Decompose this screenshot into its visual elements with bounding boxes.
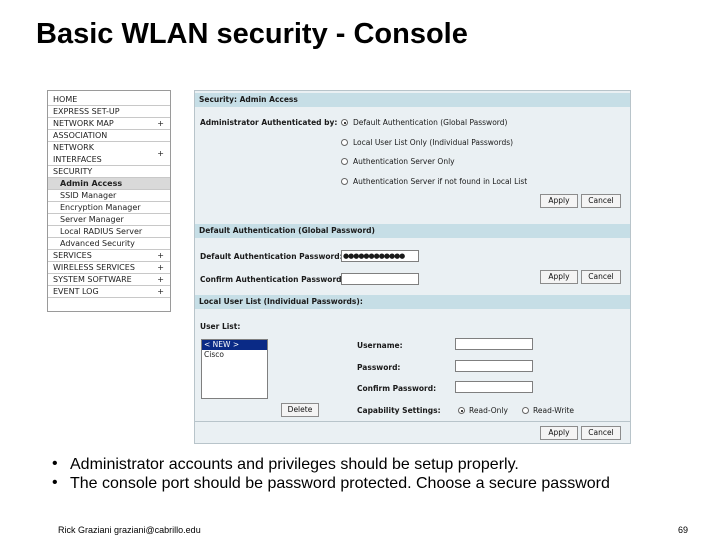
panel-header: Security: Admin Access: [195, 93, 630, 107]
capability-settings-label: Capability Settings:: [357, 406, 441, 415]
expand-icon[interactable]: +: [157, 263, 164, 272]
auth-option-label: Authentication Server if not found in Lo…: [353, 177, 528, 186]
username-field[interactable]: [455, 338, 533, 350]
confirm-user-password-label: Confirm Password:: [357, 384, 437, 393]
nav-item-association[interactable]: ASSOCIATION: [48, 130, 170, 142]
nav-item-local-radius-server[interactable]: Local RADIUS Server: [48, 226, 170, 238]
sidebar-nav: HOME EXPRESS SET-UP NETWORK MAP + ASSOCIA…: [47, 90, 171, 312]
auth-server-fallback-radio[interactable]: [341, 178, 348, 185]
nav-item-network-interfaces[interactable]: NETWORK INTERFACES +: [48, 142, 170, 166]
bullet-icon: •: [52, 455, 58, 472]
page-number: 69: [677, 525, 688, 535]
read-only-label: Read-Only: [469, 406, 508, 415]
default-password-field[interactable]: ●●●●●●●●●●●●: [341, 250, 419, 262]
auth-option-label: Authentication Server Only: [353, 157, 455, 166]
cancel-button[interactable]: Cancel: [581, 426, 621, 440]
bullet-text: The console port should be password prot…: [70, 475, 610, 492]
nav-item-server-manager[interactable]: Server Manager: [48, 214, 170, 226]
apply-button[interactable]: Apply: [540, 426, 578, 440]
user-list-box[interactable]: < NEW > Cisco: [201, 339, 268, 399]
nav-item-network-map[interactable]: NETWORK MAP +: [48, 118, 170, 130]
read-only-radio[interactable]: [458, 407, 465, 414]
auth-option-label: Default Authentication (Global Password): [353, 118, 508, 127]
read-write-label: Read-Write: [533, 406, 575, 415]
expand-icon[interactable]: +: [157, 119, 164, 128]
admin-auth-label: Administrator Authenticated by:: [200, 118, 338, 127]
nav-item-label: SERVICES: [53, 251, 92, 260]
password-field[interactable]: [455, 360, 533, 372]
nav-item-label: Encryption Manager: [60, 203, 141, 212]
footer-credit: Rick Graziani graziani@cabrillo.edu: [58, 525, 201, 535]
expand-icon[interactable]: +: [157, 251, 164, 260]
nav-item-label: EVENT LOG: [53, 287, 99, 296]
nav-item-advanced-security[interactable]: Advanced Security: [48, 238, 170, 250]
nav-item-services[interactable]: SERVICES +: [48, 250, 170, 262]
divider: [195, 421, 630, 422]
nav-item-label: SECURITY: [53, 167, 93, 176]
confirm-password-field[interactable]: [341, 273, 419, 285]
nav-item-label: Advanced Security: [60, 239, 135, 248]
bullet-icon: •: [52, 474, 58, 491]
nav-item-label: NETWORK MAP: [53, 119, 114, 128]
nav-item-label: ASSOCIATION: [53, 131, 108, 140]
confirm-user-password-field[interactable]: [455, 381, 533, 393]
default-password-label: Default Authentication Password:: [200, 252, 343, 261]
nav-item-encryption-manager[interactable]: Encryption Manager: [48, 202, 170, 214]
auth-default-radio[interactable]: [341, 119, 348, 126]
nav-item-label: Admin Access: [60, 179, 123, 188]
nav-item-express-setup[interactable]: EXPRESS SET-UP: [48, 106, 170, 118]
expand-icon[interactable]: +: [157, 149, 164, 158]
slide-title: Basic WLAN security - Console: [36, 18, 468, 50]
nav-item-label: SSID Manager: [60, 191, 117, 200]
delete-button[interactable]: Delete: [281, 403, 319, 417]
bullet-item: • Administrator accounts and privileges s…: [52, 455, 672, 474]
bullet-item: • The console port should be password pro…: [52, 474, 672, 493]
auth-local-list-radio[interactable]: [341, 139, 348, 146]
nav-item-label: WIRELESS SERVICES: [53, 263, 135, 272]
nav-item-label: EXPRESS SET-UP: [53, 107, 120, 116]
cancel-button[interactable]: Cancel: [581, 270, 621, 284]
apply-button[interactable]: Apply: [540, 270, 578, 284]
username-label: Username:: [357, 341, 403, 350]
bullet-text: Administrator accounts and privileges sh…: [70, 456, 519, 473]
auth-option-label: Local User List Only (Individual Passwor…: [353, 138, 514, 147]
expand-icon[interactable]: +: [157, 287, 164, 296]
nav-item-label: Local RADIUS Server: [60, 227, 143, 236]
confirm-password-label: Confirm Authentication Password:: [200, 275, 345, 284]
admin-access-panel: Security: Admin Access Administrator Aut…: [194, 90, 631, 444]
read-write-radio[interactable]: [522, 407, 529, 414]
local-user-list-section-header: Local User List (Individual Passwords):: [195, 295, 630, 309]
nav-item-label: NETWORK INTERFACES: [53, 143, 102, 164]
default-auth-section-header: Default Authentication (Global Password): [195, 224, 630, 238]
nav-item-home[interactable]: HOME: [48, 94, 170, 106]
apply-button[interactable]: Apply: [540, 194, 578, 208]
bullet-list: • Administrator accounts and privileges s…: [52, 455, 672, 493]
nav-item-ssid-manager[interactable]: SSID Manager: [48, 190, 170, 202]
expand-icon[interactable]: +: [157, 275, 164, 284]
nav-item-system-software[interactable]: SYSTEM SOFTWARE +: [48, 274, 170, 286]
user-list-label: User List:: [200, 322, 241, 331]
nav-item-wireless-services[interactable]: WIRELESS SERVICES +: [48, 262, 170, 274]
password-label: Password:: [357, 363, 401, 372]
cancel-button[interactable]: Cancel: [581, 194, 621, 208]
list-item[interactable]: < NEW >: [202, 340, 267, 350]
nav-item-admin-access[interactable]: Admin Access: [48, 178, 170, 190]
nav-item-security[interactable]: SECURITY: [48, 166, 170, 178]
auth-server-only-radio[interactable]: [341, 158, 348, 165]
nav-item-label: Server Manager: [60, 215, 124, 224]
nav-item-label: SYSTEM SOFTWARE: [53, 275, 132, 284]
list-item[interactable]: Cisco: [204, 350, 224, 359]
nav-item-label: HOME: [53, 95, 78, 104]
nav-item-event-log[interactable]: EVENT LOG +: [48, 286, 170, 298]
